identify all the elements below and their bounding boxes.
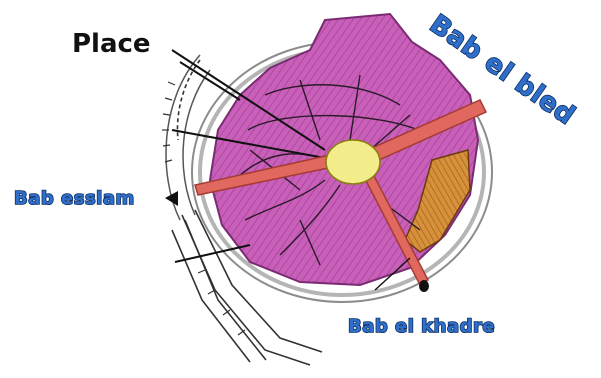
bab-esslam-label: Bab esslam — [14, 188, 135, 209]
bab-el-khadre-label: Bab el khadre — [348, 316, 495, 337]
central-place — [326, 140, 380, 184]
place-label: Place — [72, 29, 151, 59]
bab-esslam-gate-marker — [165, 191, 178, 206]
bab-el-khadre-gate-marker — [419, 280, 429, 292]
